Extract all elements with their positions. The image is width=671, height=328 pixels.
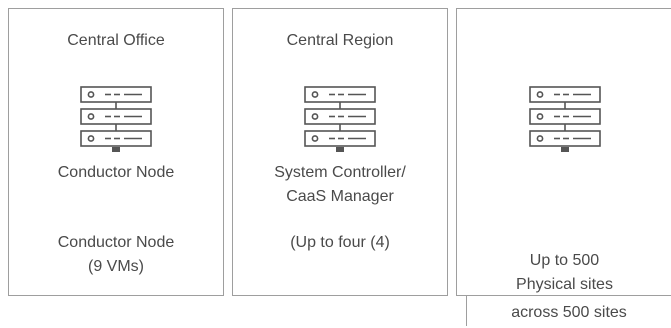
- footnote-connector: [466, 296, 467, 326]
- server-rack-icon: [80, 86, 152, 152]
- node-count: (Up to four (4): [233, 231, 447, 255]
- server-rack-icon: [304, 86, 376, 152]
- node-label: System Controller/ CaaS Manager: [233, 161, 447, 209]
- node-label: Conductor Node: [9, 161, 223, 185]
- node-count-line: (Up to four (4): [290, 234, 390, 251]
- site-count-line: Up to 500: [529, 252, 600, 269]
- server-rack-icon: [528, 86, 601, 152]
- node-count-line: Conductor Node: [57, 234, 175, 251]
- site-count-line: Physical sites: [516, 276, 613, 293]
- panel-central-region: Central Region System Controller/ CaaS M…: [232, 8, 448, 296]
- panel-central-office: Central Office Conductor Node Conductor …: [8, 8, 224, 296]
- panel-title: Central Office: [67, 32, 165, 49]
- node-label-line: Conductor Node: [57, 164, 175, 181]
- node-label-line: System Controller/: [274, 164, 406, 181]
- panel-title: Central Region: [286, 32, 394, 49]
- node-label-line: CaaS Manager: [286, 188, 394, 205]
- site-count: Up to 500 Physical sites: [457, 249, 671, 297]
- node-count-line: (9 VMs): [88, 258, 144, 275]
- node-count: Conductor Node (9 VMs): [9, 231, 223, 279]
- panel-physical-sites: Up to 500 Physical sites: [456, 8, 671, 296]
- footnote-text: across 500 sites: [511, 304, 627, 321]
